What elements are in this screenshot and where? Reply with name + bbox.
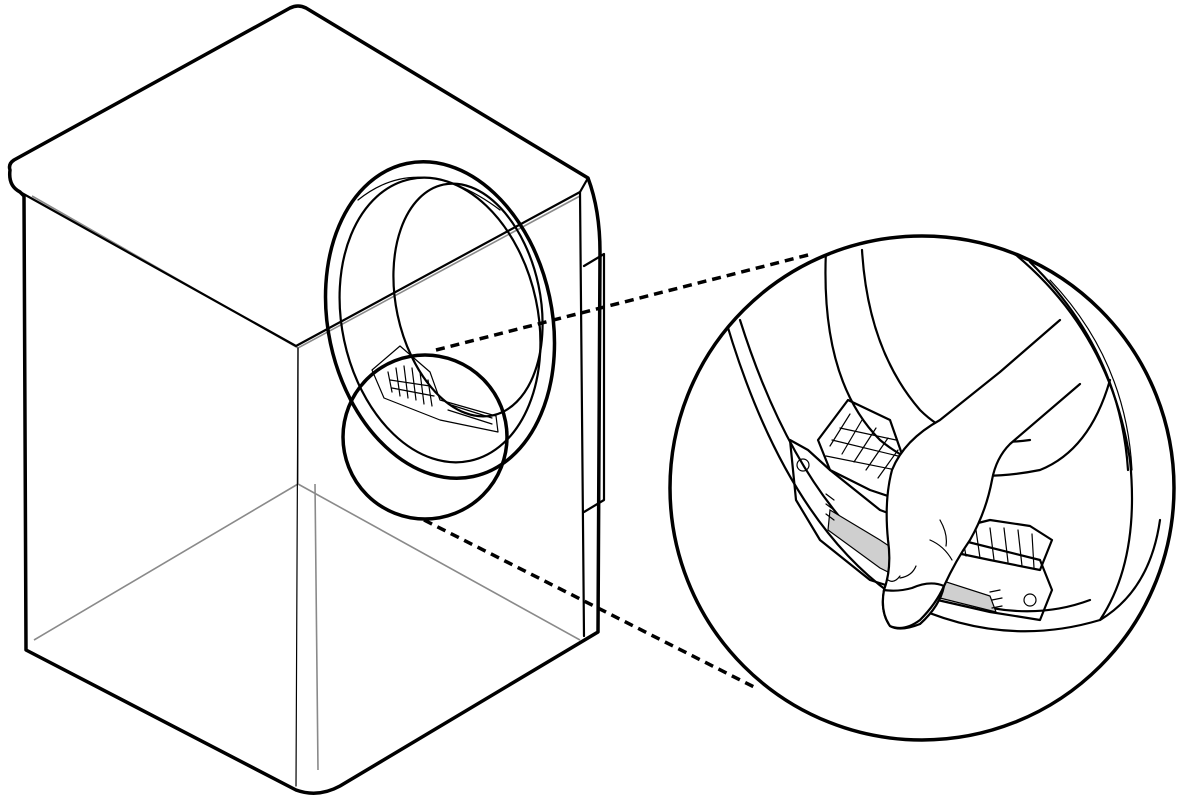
zoom-detail xyxy=(668,234,1176,742)
zoom-filter-housing xyxy=(788,438,1054,622)
door-inner-ring xyxy=(338,176,542,464)
zoom-detail-circle xyxy=(668,234,1176,742)
cabinet-side-panel xyxy=(578,190,606,638)
zoom-door-right-ring-1 xyxy=(1008,248,1134,622)
door-opening xyxy=(323,160,557,480)
zoom-door-ring-outer xyxy=(718,298,1162,633)
cabinet-top-edge xyxy=(18,176,590,348)
lint-filter-small xyxy=(371,345,499,433)
dryer-cabinet xyxy=(7,4,606,795)
zoom-lint-cloth xyxy=(881,582,946,630)
zoom-hand-fingers xyxy=(887,519,953,582)
zoom-door-right-ring-2 xyxy=(1028,260,1130,472)
lint-filter-small-mesh xyxy=(387,365,493,425)
cabinet-front-edge xyxy=(295,347,299,787)
zoom-filter-mesh-grid xyxy=(825,413,899,479)
zoom-screw-right xyxy=(1023,593,1037,607)
zoom-screw-left xyxy=(796,458,810,472)
callout-line-bottom xyxy=(423,518,757,690)
zoom-seal-teeth xyxy=(825,493,1003,609)
zoom-door-right-ring-3 xyxy=(1049,279,1133,471)
cabinet-outline xyxy=(7,4,602,795)
callout-line-top xyxy=(435,252,813,352)
cabinet-hidden-edges xyxy=(31,195,581,771)
door-outer-ring xyxy=(323,160,557,480)
door-gasket-curve xyxy=(357,176,501,211)
